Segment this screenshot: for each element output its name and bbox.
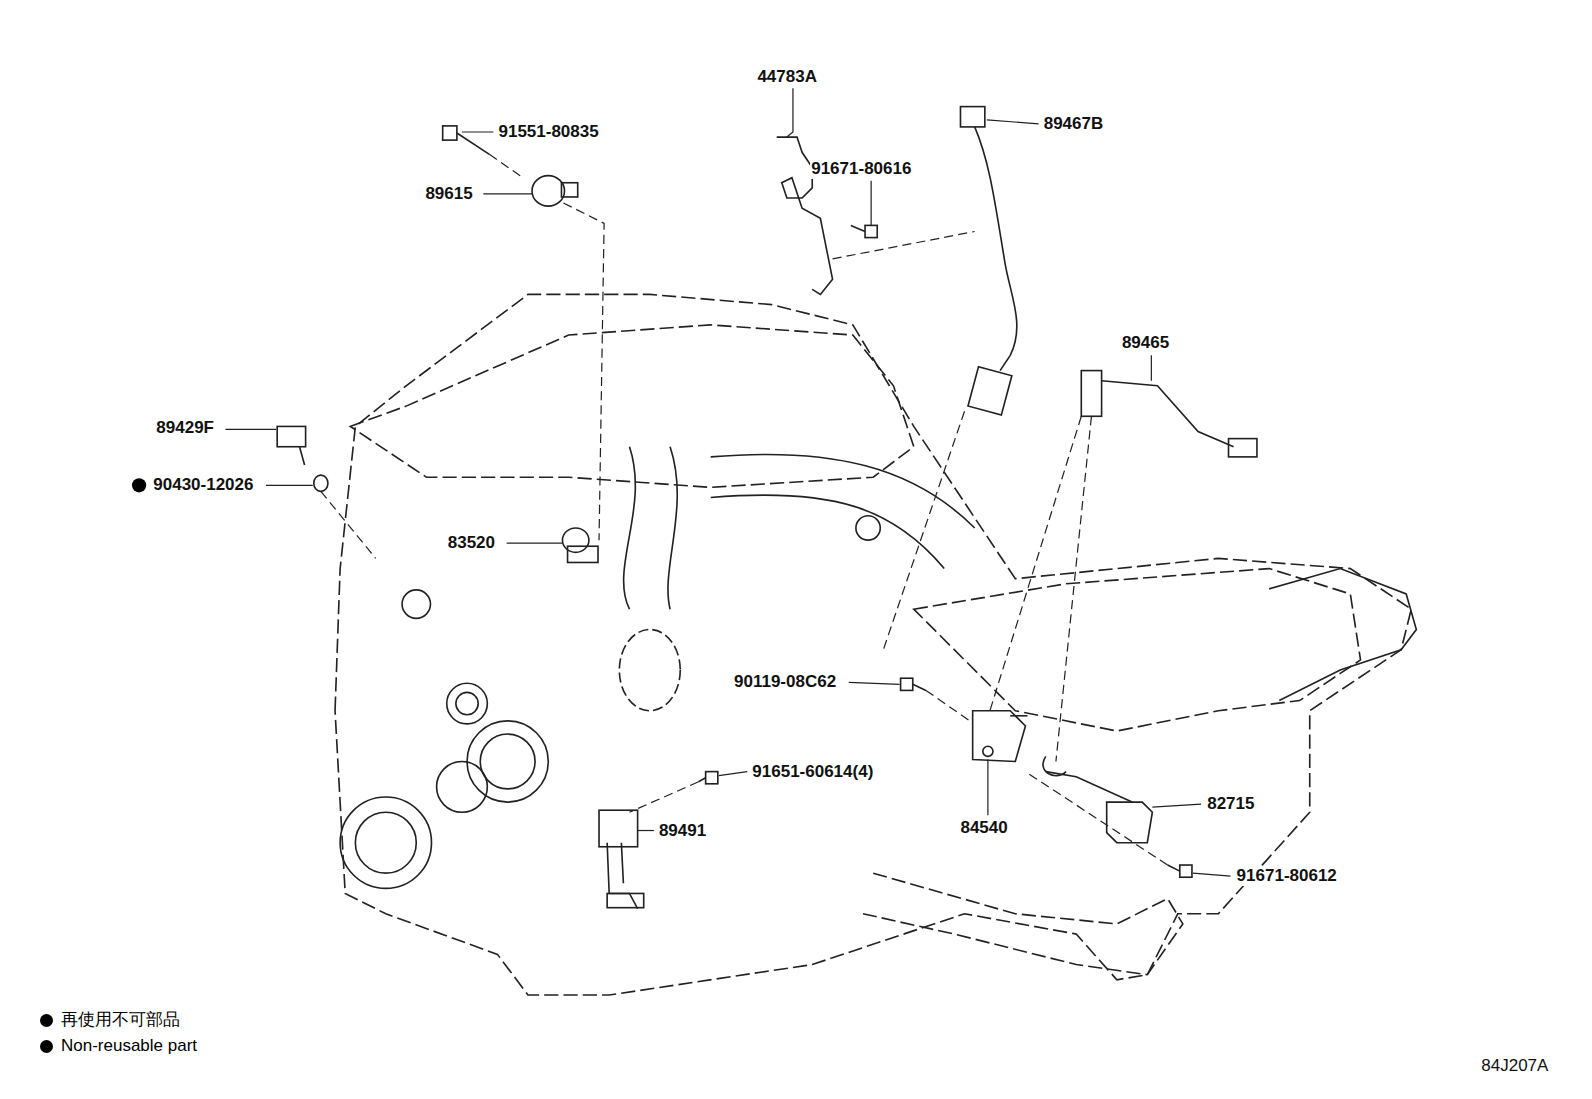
air-fuel-sensor <box>1081 371 1257 457</box>
leader-line <box>507 543 563 544</box>
boss <box>402 590 430 618</box>
part-number: 89467B <box>1043 114 1105 134</box>
leader-line <box>987 120 1039 124</box>
temperature-sensor <box>277 426 328 491</box>
part-number: 89615 <box>424 184 473 204</box>
part-number: 84540 <box>959 818 1008 838</box>
leader-line <box>871 181 872 226</box>
pressure-switch <box>562 528 598 563</box>
bolt <box>1168 865 1192 877</box>
legend-dot <box>40 1014 53 1027</box>
boss <box>856 516 880 540</box>
level-sensor <box>599 810 644 908</box>
tail-housing <box>1269 569 1416 701</box>
pulley <box>340 797 431 888</box>
knock-sensor <box>532 176 578 206</box>
pulley <box>467 721 548 802</box>
legend-dot <box>40 1040 53 1053</box>
leader-line <box>987 759 988 815</box>
leader-line <box>266 485 313 486</box>
pulley <box>447 683 488 724</box>
leader-line <box>787 88 793 137</box>
pulley <box>456 692 478 714</box>
leader-line <box>638 830 654 831</box>
part-number: 83520 <box>447 533 496 553</box>
leader-line <box>1151 355 1152 380</box>
cylinder-head <box>350 325 913 487</box>
part-number: 90119-08C62 <box>733 672 837 692</box>
legend-text: 再使用不可部品 <box>61 1010 180 1030</box>
install-line <box>883 411 964 650</box>
part-number: 91671-80616 <box>810 159 912 179</box>
leader-line <box>225 429 276 430</box>
bolt <box>851 225 877 237</box>
part-number: 89465 <box>1121 333 1170 353</box>
install-line <box>489 154 604 540</box>
part-number: 91551-80835 <box>497 122 599 142</box>
legend-entry: Non-reusable part <box>40 1036 197 1056</box>
oil-pan <box>619 629 680 710</box>
pulley <box>355 812 416 873</box>
part-number: 91651-60614(4) <box>751 762 874 782</box>
leader-line <box>483 193 532 194</box>
non-reusable-mark <box>132 478 146 492</box>
pulley <box>480 734 535 789</box>
leader-line <box>719 772 747 776</box>
leader-line <box>849 682 900 684</box>
engine-outline <box>335 294 1411 995</box>
intake-pipe <box>624 447 975 609</box>
legend-text: Non-reusable part <box>61 1036 197 1056</box>
part-number: 91671-80612 <box>1236 866 1338 886</box>
install-line <box>321 491 376 558</box>
part-number: 82715 <box>1206 794 1255 814</box>
bolt <box>699 772 718 784</box>
install-line <box>629 782 698 812</box>
leader-line <box>1193 873 1231 876</box>
figure-code: 84J207A <box>1480 1056 1549 1076</box>
leader-line <box>462 131 493 132</box>
part-number: 89429F <box>155 418 215 438</box>
bolt <box>443 126 490 154</box>
part-number: 89491 <box>658 821 707 841</box>
install-line <box>1056 416 1092 761</box>
exhaust <box>863 873 1183 975</box>
install-line <box>833 231 975 258</box>
transmission <box>914 569 1361 731</box>
part-number: 90430-12026 <box>152 475 254 495</box>
part-number: 44783A <box>756 67 818 87</box>
bolt <box>901 678 926 690</box>
legend-entry: 再使用不可部品 <box>40 1010 180 1030</box>
bracket <box>1043 756 1152 842</box>
leader-line <box>1152 804 1201 807</box>
install-line <box>1025 772 1167 865</box>
pulley <box>437 761 488 812</box>
oxygen-sensor <box>960 107 1016 415</box>
neutral-switch <box>973 711 1028 762</box>
install-line <box>926 690 973 722</box>
install-line <box>990 416 1081 710</box>
